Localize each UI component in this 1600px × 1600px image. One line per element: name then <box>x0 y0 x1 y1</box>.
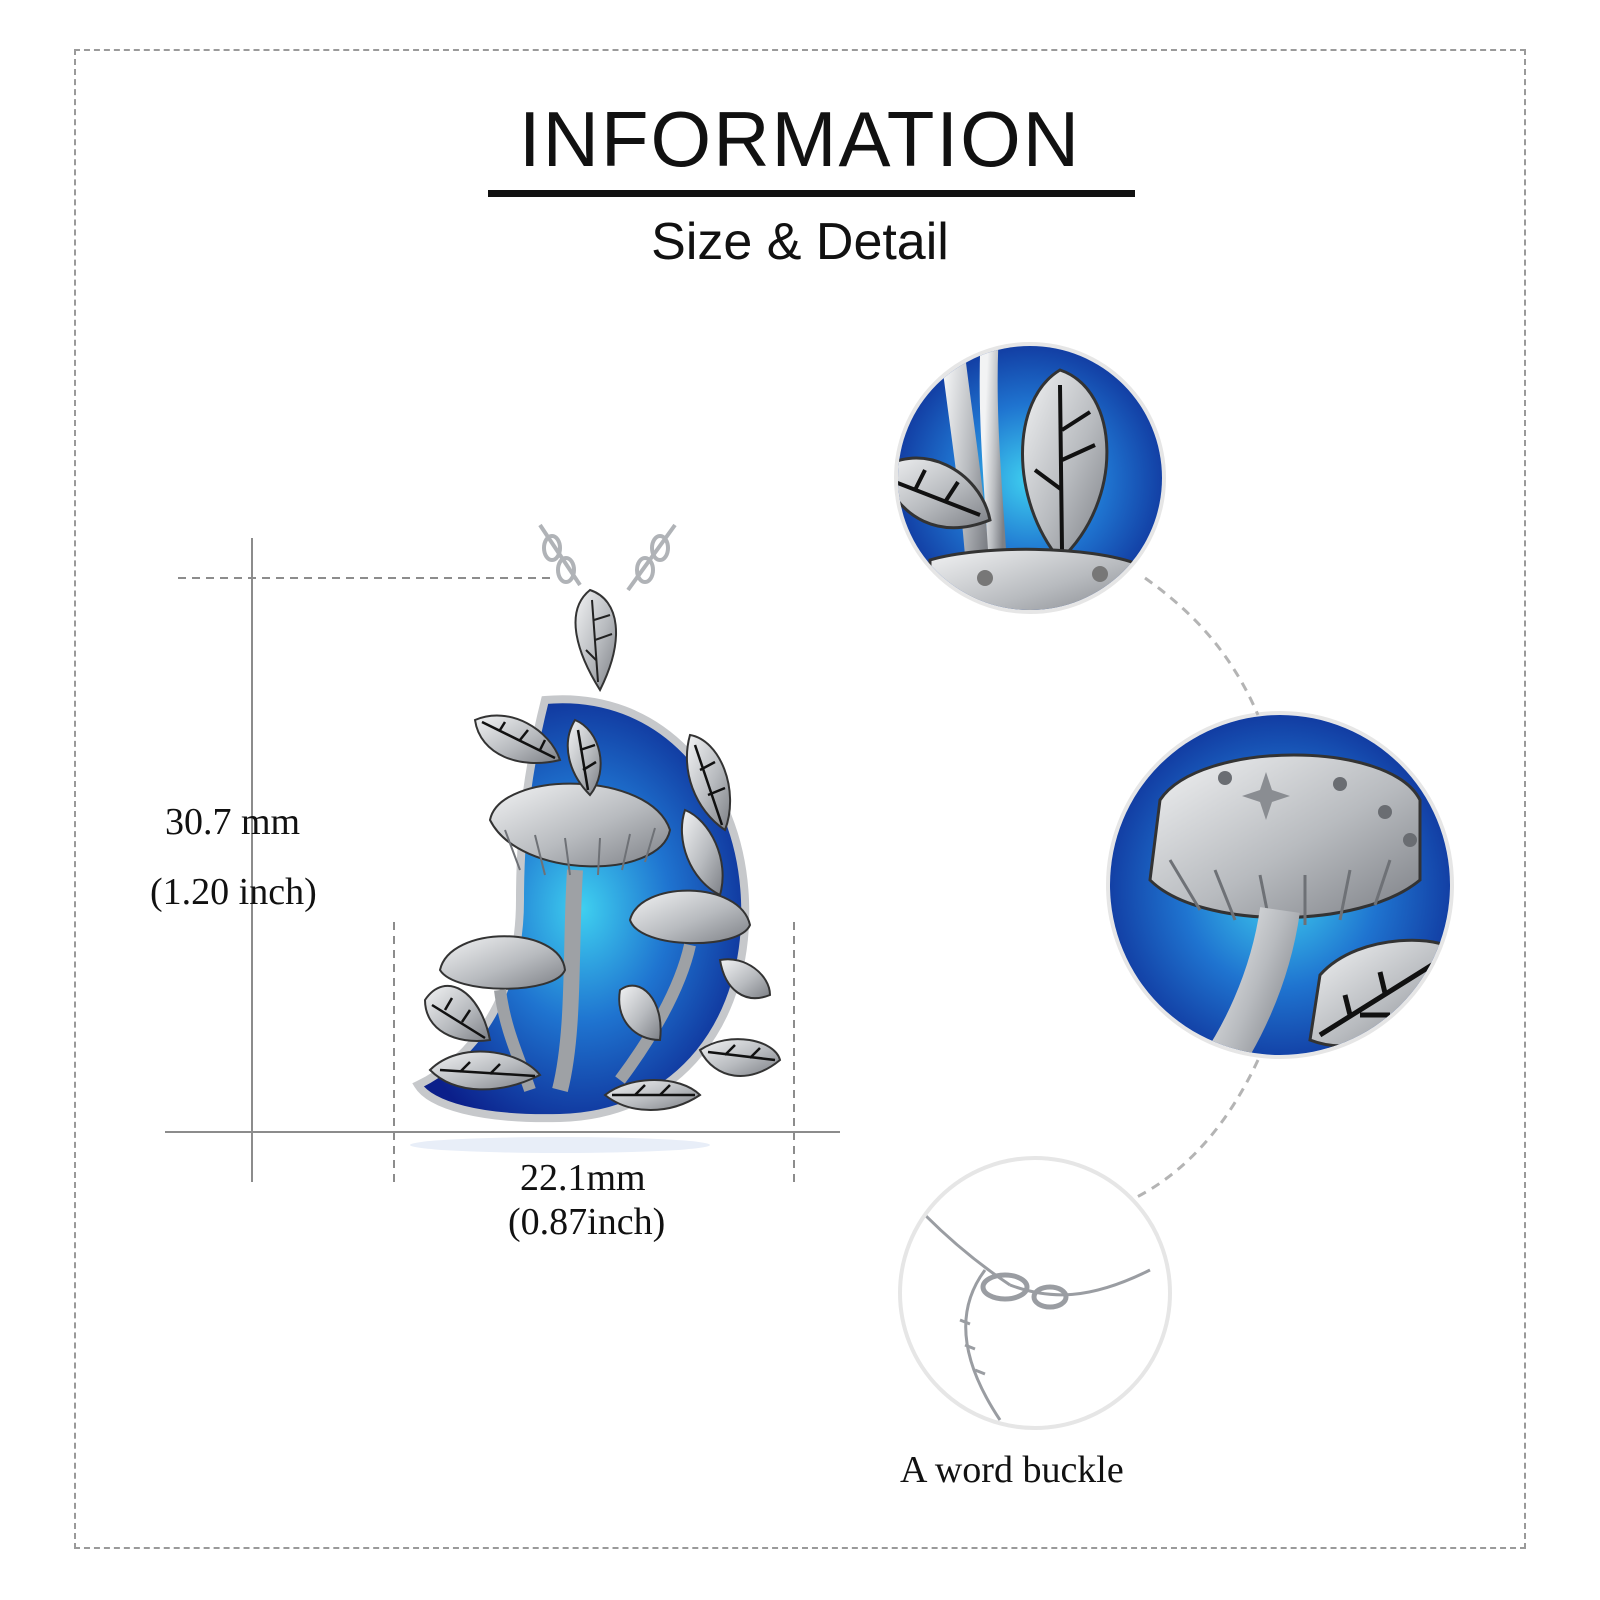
detail-circle-buckle <box>898 1156 1172 1430</box>
width-inch-label: (0.87inch) <box>508 1201 666 1243</box>
chain <box>538 523 677 592</box>
dashed-frame <box>74 49 1526 1549</box>
height-inch-label: (1.20 inch) <box>150 871 317 913</box>
title-underline <box>488 190 1135 197</box>
width-mm-label: 22.1mm <box>520 1157 646 1199</box>
page-subtitle: Size & Detail <box>651 213 949 271</box>
height-mm-label: 30.7 mm <box>165 801 301 843</box>
detail-circle-leaves <box>894 342 1166 614</box>
buckle-label: A word buckle <box>900 1449 1124 1491</box>
pendant-image <box>410 523 782 1153</box>
detail-connectors <box>1134 576 1260 1200</box>
leaves <box>423 714 782 1111</box>
detail-circle-mushroom <box>1106 711 1454 1059</box>
dimension-guides <box>165 538 840 1185</box>
page-title: INFORMATION <box>518 95 1082 183</box>
